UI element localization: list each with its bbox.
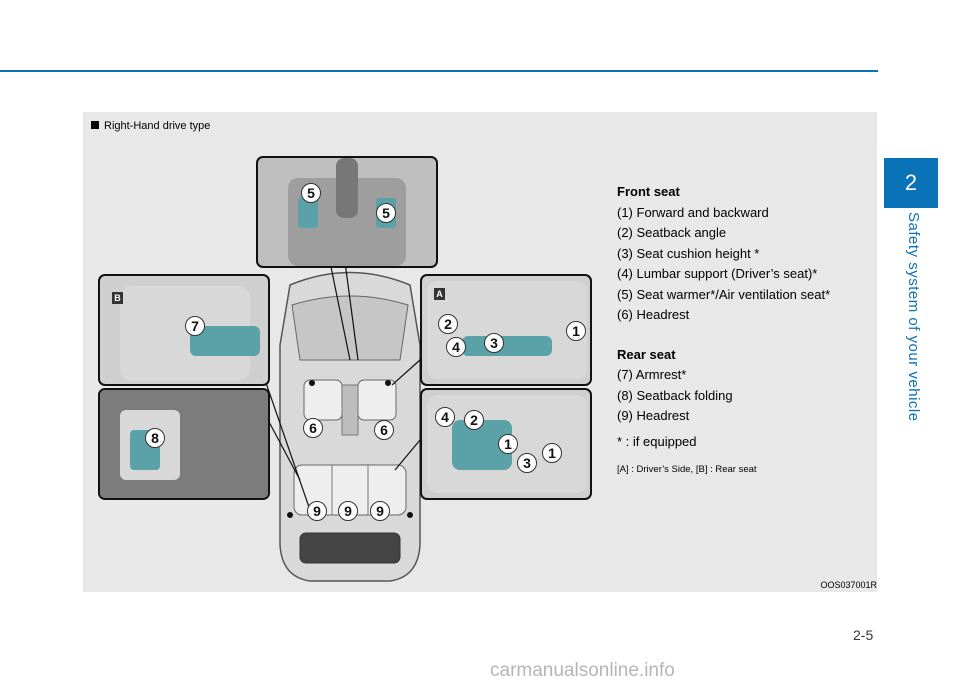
callout-5-left: 5: [301, 183, 321, 203]
chapter-title: Safety system of your vehicle: [905, 212, 922, 422]
bullet-square-icon: [91, 121, 99, 129]
inset-console: 5 5: [256, 156, 438, 268]
inset-rear-folding: 8: [98, 388, 270, 500]
legend-item: (9) Headrest: [617, 408, 690, 423]
legend-item: (8) Seatback folding: [617, 387, 733, 403]
folding-illustration: [100, 390, 268, 498]
callout-3-top: 3: [484, 333, 504, 353]
armrest-illustration: [120, 286, 260, 381]
legend-item: (6) Headrest: [617, 307, 690, 322]
legend-item: (7) Armrest*: [617, 367, 687, 382]
legend-item: (2) Seatback angle: [617, 225, 727, 240]
legend-item: (4) Lumbar support (Driver’s seat)*: [617, 266, 818, 281]
page-number: 2-5: [853, 627, 874, 643]
callout-1-bottom-b: 1: [542, 443, 562, 463]
legend-item: (3) Seat cushion height *: [617, 245, 760, 261]
legend-item: (1) Forward and backward: [617, 204, 769, 220]
callout-7: 7: [185, 316, 205, 336]
callout-9-left: 9: [307, 501, 327, 521]
callout-4-bottom: 4: [435, 407, 455, 427]
callout-6-right: 6: [374, 420, 394, 440]
callout-2-bottom: 2: [464, 410, 484, 430]
callout-5-right: 5: [376, 203, 396, 223]
figure-note-text: Right-Hand drive type: [104, 120, 211, 132]
callout-8: 8: [145, 428, 165, 448]
legend-abbrev-note: [A] : Driver’s Side, [B] : Rear seat: [617, 464, 757, 475]
callout-2-top: 2: [438, 314, 458, 334]
legend-item: (5) Seat warmer*/Air ventilation seat*: [617, 286, 831, 302]
inset-rear-armrest: B 7: [98, 274, 270, 386]
driver-seat-top-illustration: [427, 281, 587, 379]
watermark: carmanualsonline.info: [490, 660, 675, 681]
callout-4-top: 4: [446, 337, 466, 357]
callout-3-bottom: 3: [517, 453, 537, 473]
callout-9-right: 9: [370, 501, 390, 521]
legend-rear-heading: Rear seat: [617, 346, 676, 362]
inset-driver-seat-bottom: 4 2 1 1 3: [420, 388, 592, 500]
header-rule: [0, 70, 878, 72]
callout-6-left: 6: [303, 418, 323, 438]
console-illustration: [288, 158, 406, 266]
legend-front-heading: Front seat: [617, 184, 680, 199]
legend: Front seat (1) Forward and backward (2) …: [617, 182, 830, 481]
callout-9-center: 9: [338, 501, 358, 521]
figure-note: Right-Hand drive type: [91, 120, 210, 132]
figure-code: OOS037001R: [820, 580, 877, 590]
chapter-tab: 2: [884, 158, 938, 208]
callout-1-bottom-a: 1: [498, 434, 518, 454]
tag-b: B: [112, 292, 123, 304]
tag-a: A: [434, 288, 445, 300]
callout-1-top: 1: [566, 321, 586, 341]
inset-driver-seat-top: A 2 1 4 3: [420, 274, 592, 386]
chapter-number: 2: [904, 170, 918, 195]
legend-equipped-note: * : if equipped: [617, 433, 697, 449]
